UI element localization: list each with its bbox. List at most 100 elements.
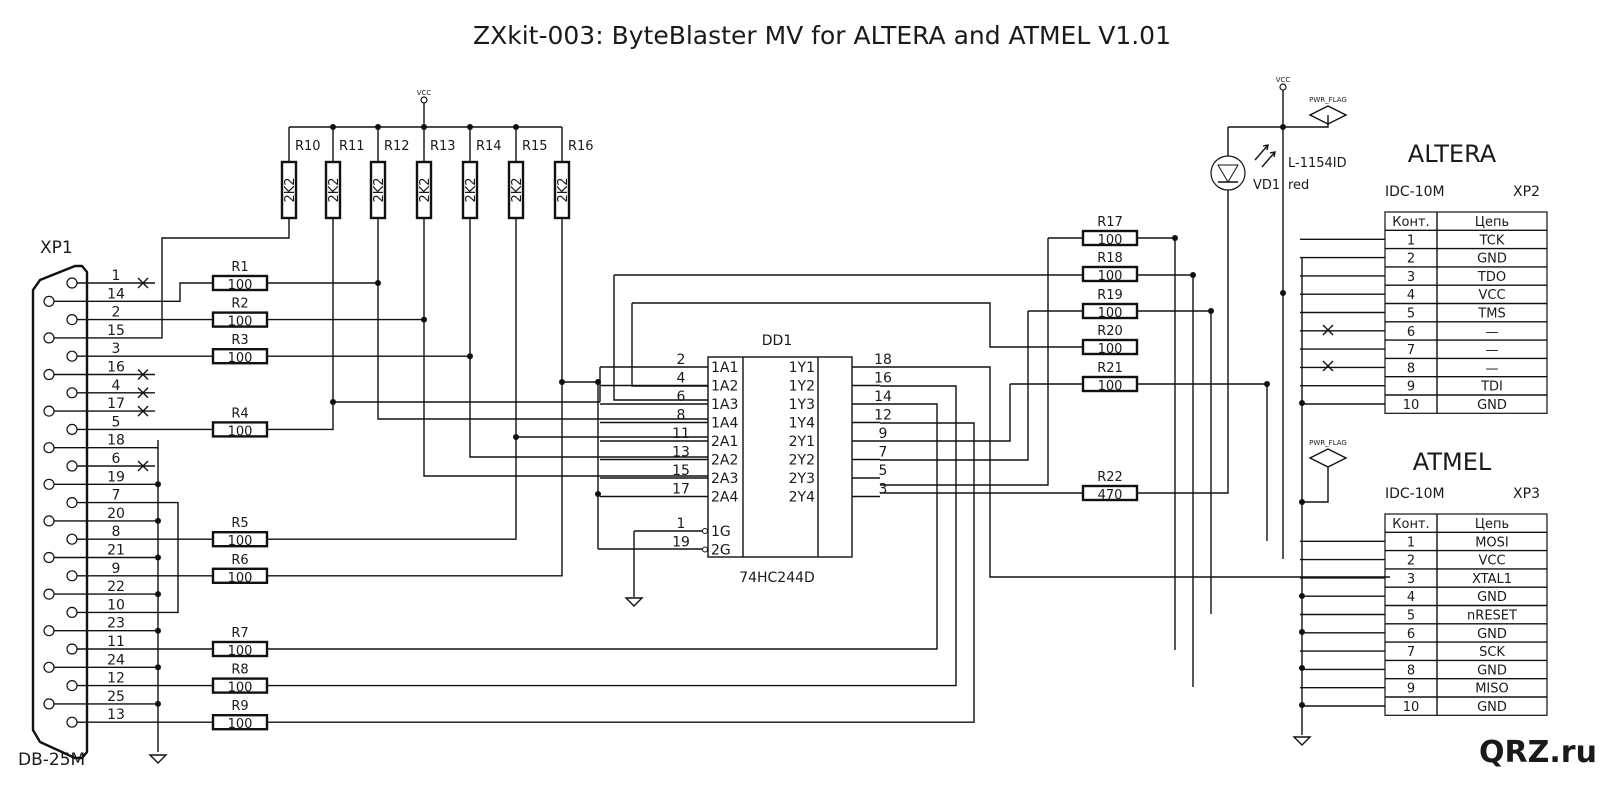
db25-pin-number: 10 <box>107 597 125 613</box>
resistor-r21-value: 100 <box>1098 379 1123 394</box>
ic-pin-number: 4 <box>677 371 686 387</box>
junction-dot <box>1299 593 1305 599</box>
db25-pin-17 <box>43 405 55 417</box>
resistor-r14-value: 2K2 <box>464 177 479 202</box>
altera-pin-number: 2 <box>1407 252 1415 267</box>
resistor-r2-body <box>211 311 269 328</box>
db25-pin-7 <box>66 497 78 509</box>
ic-pin-name: 1A4 <box>711 416 738 432</box>
resistor-r9-value: 100 <box>228 717 253 732</box>
resistor-r11-value: 2K2 <box>327 177 342 202</box>
resistor-r19-value: 100 <box>1098 306 1123 321</box>
db25-pin-number: 21 <box>107 543 125 559</box>
resistor-r3-value: 100 <box>228 351 253 366</box>
vcc-label: VCC <box>417 89 432 97</box>
atmel-net-name: nRESET <box>1467 609 1517 624</box>
altera-pin-number: 3 <box>1407 270 1415 285</box>
pwr-flag-icon <box>1308 448 1348 468</box>
ic-pin-number: 19 <box>672 535 690 551</box>
ic-pin-number: 3 <box>879 482 888 498</box>
wires <box>54 90 1390 752</box>
db25-pin-4 <box>66 387 78 399</box>
no-connect-icon <box>137 460 149 472</box>
db25-pin-number: 8 <box>112 524 121 540</box>
altera-net-name: TMS <box>1477 307 1505 322</box>
altera-pin-number: 10 <box>1403 398 1420 413</box>
atmel-header-net: Цепь <box>1475 517 1509 532</box>
junction-dot <box>421 124 427 130</box>
atmel-title: ATMEL <box>1413 448 1492 476</box>
resistor-r9-body <box>211 714 269 731</box>
db25-shell <box>31 264 89 760</box>
resistor-r13-ref: R13 <box>430 139 456 154</box>
ic-pin-number: 18 <box>874 352 892 368</box>
db25-pin-number: 15 <box>107 323 125 339</box>
db25-pin-number: 18 <box>107 433 125 449</box>
db25-pin-21 <box>43 551 55 564</box>
resistor-r22-value: 470 <box>1098 488 1123 503</box>
ic-ref: DD1 <box>762 333 792 349</box>
resistor-r14-ref: R14 <box>476 139 502 154</box>
altera-pin-number: 7 <box>1407 343 1415 358</box>
wire <box>613 275 708 401</box>
ic-pin-number: 8 <box>677 408 686 424</box>
resistor-r1-value: 100 <box>228 278 253 293</box>
resistor-r19-body <box>1081 302 1139 320</box>
atmel-pin-number: 2 <box>1407 554 1415 569</box>
resistor-r18-ref: R18 <box>1097 251 1123 266</box>
resistor-r22-ref: R22 <box>1097 470 1123 485</box>
ic-pin-name: 1Y1 <box>789 360 815 376</box>
ic-dd1-body <box>707 356 853 558</box>
ic-pin-number: 11 <box>672 426 690 442</box>
ic-pin-name: 1A1 <box>711 360 738 376</box>
altera-pin-number: 9 <box>1407 380 1415 395</box>
resistor-r22-body <box>1081 484 1139 502</box>
no-connect-icon <box>1322 324 1334 336</box>
db25-pin-20 <box>43 515 55 527</box>
inverting-bubble <box>702 546 708 553</box>
ic-pin-name: 1Y3 <box>789 397 815 413</box>
atmel-net-name: GND <box>1477 700 1507 715</box>
wire <box>1302 467 1329 503</box>
resistor-r10-value: 2K2 <box>283 177 298 202</box>
pin14-to-r1 <box>155 282 213 302</box>
db25-pin-24 <box>43 661 55 673</box>
resistor-r8-body <box>211 677 269 694</box>
atmel-header-pin: Конт. <box>1392 517 1429 532</box>
altera-pin-number: 4 <box>1407 288 1415 303</box>
resistor-r11-ref: R11 <box>339 139 365 154</box>
resistor-r12-body <box>369 160 387 220</box>
pwr-flag-label: PWR_FLAG <box>1309 439 1347 447</box>
atmel-net-name: XTAL1 <box>1472 572 1512 587</box>
db25-pin-number: 1 <box>112 268 121 284</box>
altera-net-name: — <box>1486 325 1499 340</box>
altera-ref: XP2 <box>1513 184 1540 200</box>
ic-pin-name: 1A2 <box>711 379 738 395</box>
resistor-r1-body <box>211 274 269 292</box>
db25-pin-number: 17 <box>107 396 125 412</box>
pin15-to-r10 <box>155 218 290 339</box>
resistor-r7-ref: R7 <box>231 626 248 641</box>
resistor-r5-ref: R5 <box>231 516 248 531</box>
ic-pin-name: 2Y4 <box>789 490 815 506</box>
ic-pin-name: 1G <box>711 524 731 540</box>
resistor-r15-body <box>507 160 525 220</box>
junction-dot <box>595 491 601 497</box>
db25-pin-10 <box>66 606 78 619</box>
atmel-pin-number: 6 <box>1407 627 1415 642</box>
led-vd1-icon <box>1210 155 1246 191</box>
altera-net-name: TDO <box>1477 270 1506 285</box>
altera-table <box>1384 211 1548 414</box>
resistor-r9-ref: R9 <box>231 699 248 714</box>
ic-pin-name: 2A1 <box>711 434 738 450</box>
resistor-r18-value: 100 <box>1098 269 1123 284</box>
resistor-r12-ref: R12 <box>384 139 410 154</box>
ic-pin-number: 13 <box>672 445 690 461</box>
junction-dot <box>155 517 161 524</box>
pin7-to-pin10 <box>155 501 179 614</box>
db25-pin-19 <box>43 478 55 490</box>
vcc-icon <box>1279 83 1287 91</box>
junction-dot <box>467 124 473 130</box>
altera-net-name: VCC <box>1478 288 1505 303</box>
